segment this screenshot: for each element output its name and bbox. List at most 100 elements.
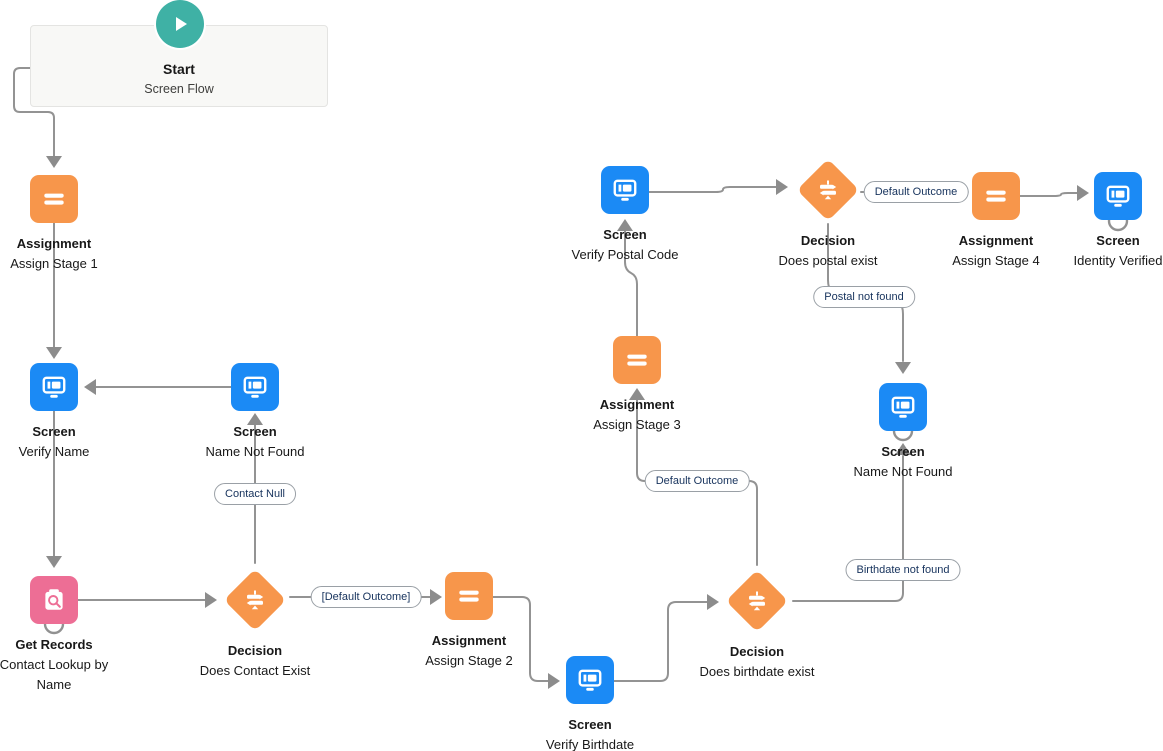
arrowhead xyxy=(548,673,560,689)
node-label: Assign Stage 3 xyxy=(593,417,681,432)
arrowhead xyxy=(46,556,62,568)
node-label: Identity Verified xyxy=(1073,253,1163,268)
start-subtitle: Screen Flow xyxy=(144,82,214,96)
node-type: Get Records xyxy=(15,637,93,652)
equals-glyph xyxy=(627,354,647,366)
node-label: Name Not Found xyxy=(205,444,305,459)
arrowhead xyxy=(1077,185,1089,201)
node-screen-verify-postal-code[interactable]: Screen Verify Postal Code xyxy=(550,166,700,265)
connector-label-default-outcome-birthdate[interactable]: Default Outcome xyxy=(644,470,750,492)
node-type: Screen xyxy=(32,424,76,439)
node-type: Decision xyxy=(729,644,785,659)
play-icon xyxy=(176,17,187,31)
monitor-glyph xyxy=(243,376,267,398)
get-records-icon[interactable] xyxy=(30,576,78,624)
arrowhead xyxy=(46,156,62,168)
node-label: Does birthdate exist xyxy=(699,664,815,679)
node-get-records-contact-lookup[interactable]: Get Records Contact Lookup by Name xyxy=(0,576,129,695)
assignment-icon[interactable] xyxy=(972,172,1020,220)
connector-verifybirthdate-to-decision2[interactable] xyxy=(613,601,708,682)
equals-glyph xyxy=(44,193,64,205)
node-screen-verify-birthdate[interactable]: Screen Verify Birthdate xyxy=(515,656,665,751)
signpost-glyph xyxy=(819,180,837,200)
start-title: Start xyxy=(163,61,195,77)
monitor-glyph xyxy=(578,669,602,691)
node-type: Screen xyxy=(603,227,647,242)
node-decision-does-birthdate-exist[interactable]: Decision Does birthdate exist xyxy=(682,569,832,682)
signpost-glyph xyxy=(748,591,766,611)
screen-icon[interactable] xyxy=(601,166,649,214)
arrowhead xyxy=(895,443,911,455)
node-decision-does-contact-exist[interactable]: Decision Does Contact Exist xyxy=(180,568,330,681)
node-type: Decision xyxy=(800,233,856,248)
connector-label-contact-null[interactable]: Contact Null xyxy=(214,483,296,505)
node-type: Screen xyxy=(233,424,277,439)
node-screen-verify-name[interactable]: Screen Verify Name xyxy=(0,363,129,462)
connector-label-birthdate-not-found[interactable]: Birthdate not found xyxy=(845,559,961,581)
start-button[interactable] xyxy=(156,0,204,48)
node-type: Assignment xyxy=(958,233,1034,248)
connector-label-default-outcome-postal[interactable]: Default Outcome xyxy=(863,181,969,203)
node-label: Contact Lookup by Name xyxy=(0,657,109,692)
connector-start-to-assign1[interactable] xyxy=(13,67,55,158)
node-label: Assign Stage 2 xyxy=(425,653,513,668)
node-assignment-assign-stage-4[interactable]: Assignment Assign Stage 4 xyxy=(921,172,1071,271)
node-type: Screen xyxy=(881,444,925,459)
decision-icon[interactable] xyxy=(725,569,789,633)
node-type: Screen xyxy=(568,717,612,732)
connector-label-default-outcome-bracketed[interactable]: [Default Outcome] xyxy=(310,586,422,608)
monitor-glyph xyxy=(891,396,915,418)
node-type: Assignment xyxy=(431,633,507,648)
arrowhead xyxy=(430,589,442,605)
arrowhead xyxy=(205,592,217,608)
node-assignment-assign-stage-2[interactable]: Assignment Assign Stage 2 xyxy=(394,572,544,671)
arrowhead xyxy=(46,347,62,359)
node-decision-does-postal-exist[interactable]: Decision Does postal exist xyxy=(753,158,903,271)
decision-icon[interactable] xyxy=(796,158,860,222)
screen-icon[interactable] xyxy=(1094,172,1142,220)
node-label: Does Contact Exist xyxy=(199,663,311,678)
node-assignment-assign-stage-3[interactable]: Assignment Assign Stage 3 xyxy=(562,336,712,435)
assignment-icon[interactable] xyxy=(613,336,661,384)
node-label: Does postal exist xyxy=(778,253,878,268)
monitor-glyph xyxy=(1106,185,1130,207)
node-label: Assign Stage 1 xyxy=(10,256,98,271)
monitor-glyph xyxy=(42,376,66,398)
arrowhead xyxy=(776,179,788,195)
monitor-glyph xyxy=(613,179,637,201)
equals-glyph xyxy=(986,190,1006,202)
screen-icon[interactable] xyxy=(566,656,614,704)
arrowhead xyxy=(247,413,263,425)
connector-assign4-to-identityverified[interactable] xyxy=(1019,192,1078,197)
node-type: Decision xyxy=(227,643,283,658)
connector-assign3-to-verifypostal[interactable] xyxy=(624,230,638,337)
node-screen-name-not-found-left[interactable]: Screen Name Not Found xyxy=(180,363,330,462)
connector-verifypostal-to-decision3[interactable] xyxy=(648,186,777,193)
node-label: Verify Birthdate xyxy=(545,737,635,751)
node-label: Verify Postal Code xyxy=(571,247,679,262)
node-type: Assignment xyxy=(16,236,92,251)
screen-icon[interactable] xyxy=(231,363,279,411)
assignment-icon[interactable] xyxy=(445,572,493,620)
signpost-glyph xyxy=(246,590,264,610)
arrowhead xyxy=(707,594,719,610)
node-label: Assign Stage 4 xyxy=(952,253,1040,268)
equals-glyph xyxy=(459,590,479,602)
arrowhead xyxy=(629,388,645,400)
node-label: Name Not Found xyxy=(853,464,953,479)
node-screen-identity-verified[interactable]: Screen Identity Verified xyxy=(1043,172,1163,271)
node-type: Assignment xyxy=(599,397,675,412)
arrowhead xyxy=(617,219,633,231)
node-screen-name-not-found-right[interactable]: Screen Name Not Found xyxy=(828,383,978,482)
screen-icon[interactable] xyxy=(879,383,927,431)
connector-assign2-to-verifybirthdate[interactable] xyxy=(492,596,549,682)
screen-icon[interactable] xyxy=(30,363,78,411)
decision-icon[interactable] xyxy=(223,568,287,632)
arrowhead xyxy=(84,379,96,395)
assignment-icon[interactable] xyxy=(30,175,78,223)
connector-decision2-to-namenotfound2[interactable] xyxy=(792,455,904,602)
record-lookup-glyph xyxy=(45,589,63,610)
connector-label-postal-not-found[interactable]: Postal not found xyxy=(813,286,915,308)
node-assignment-assign-stage-1[interactable]: Assignment Assign Stage 1 xyxy=(0,175,129,274)
